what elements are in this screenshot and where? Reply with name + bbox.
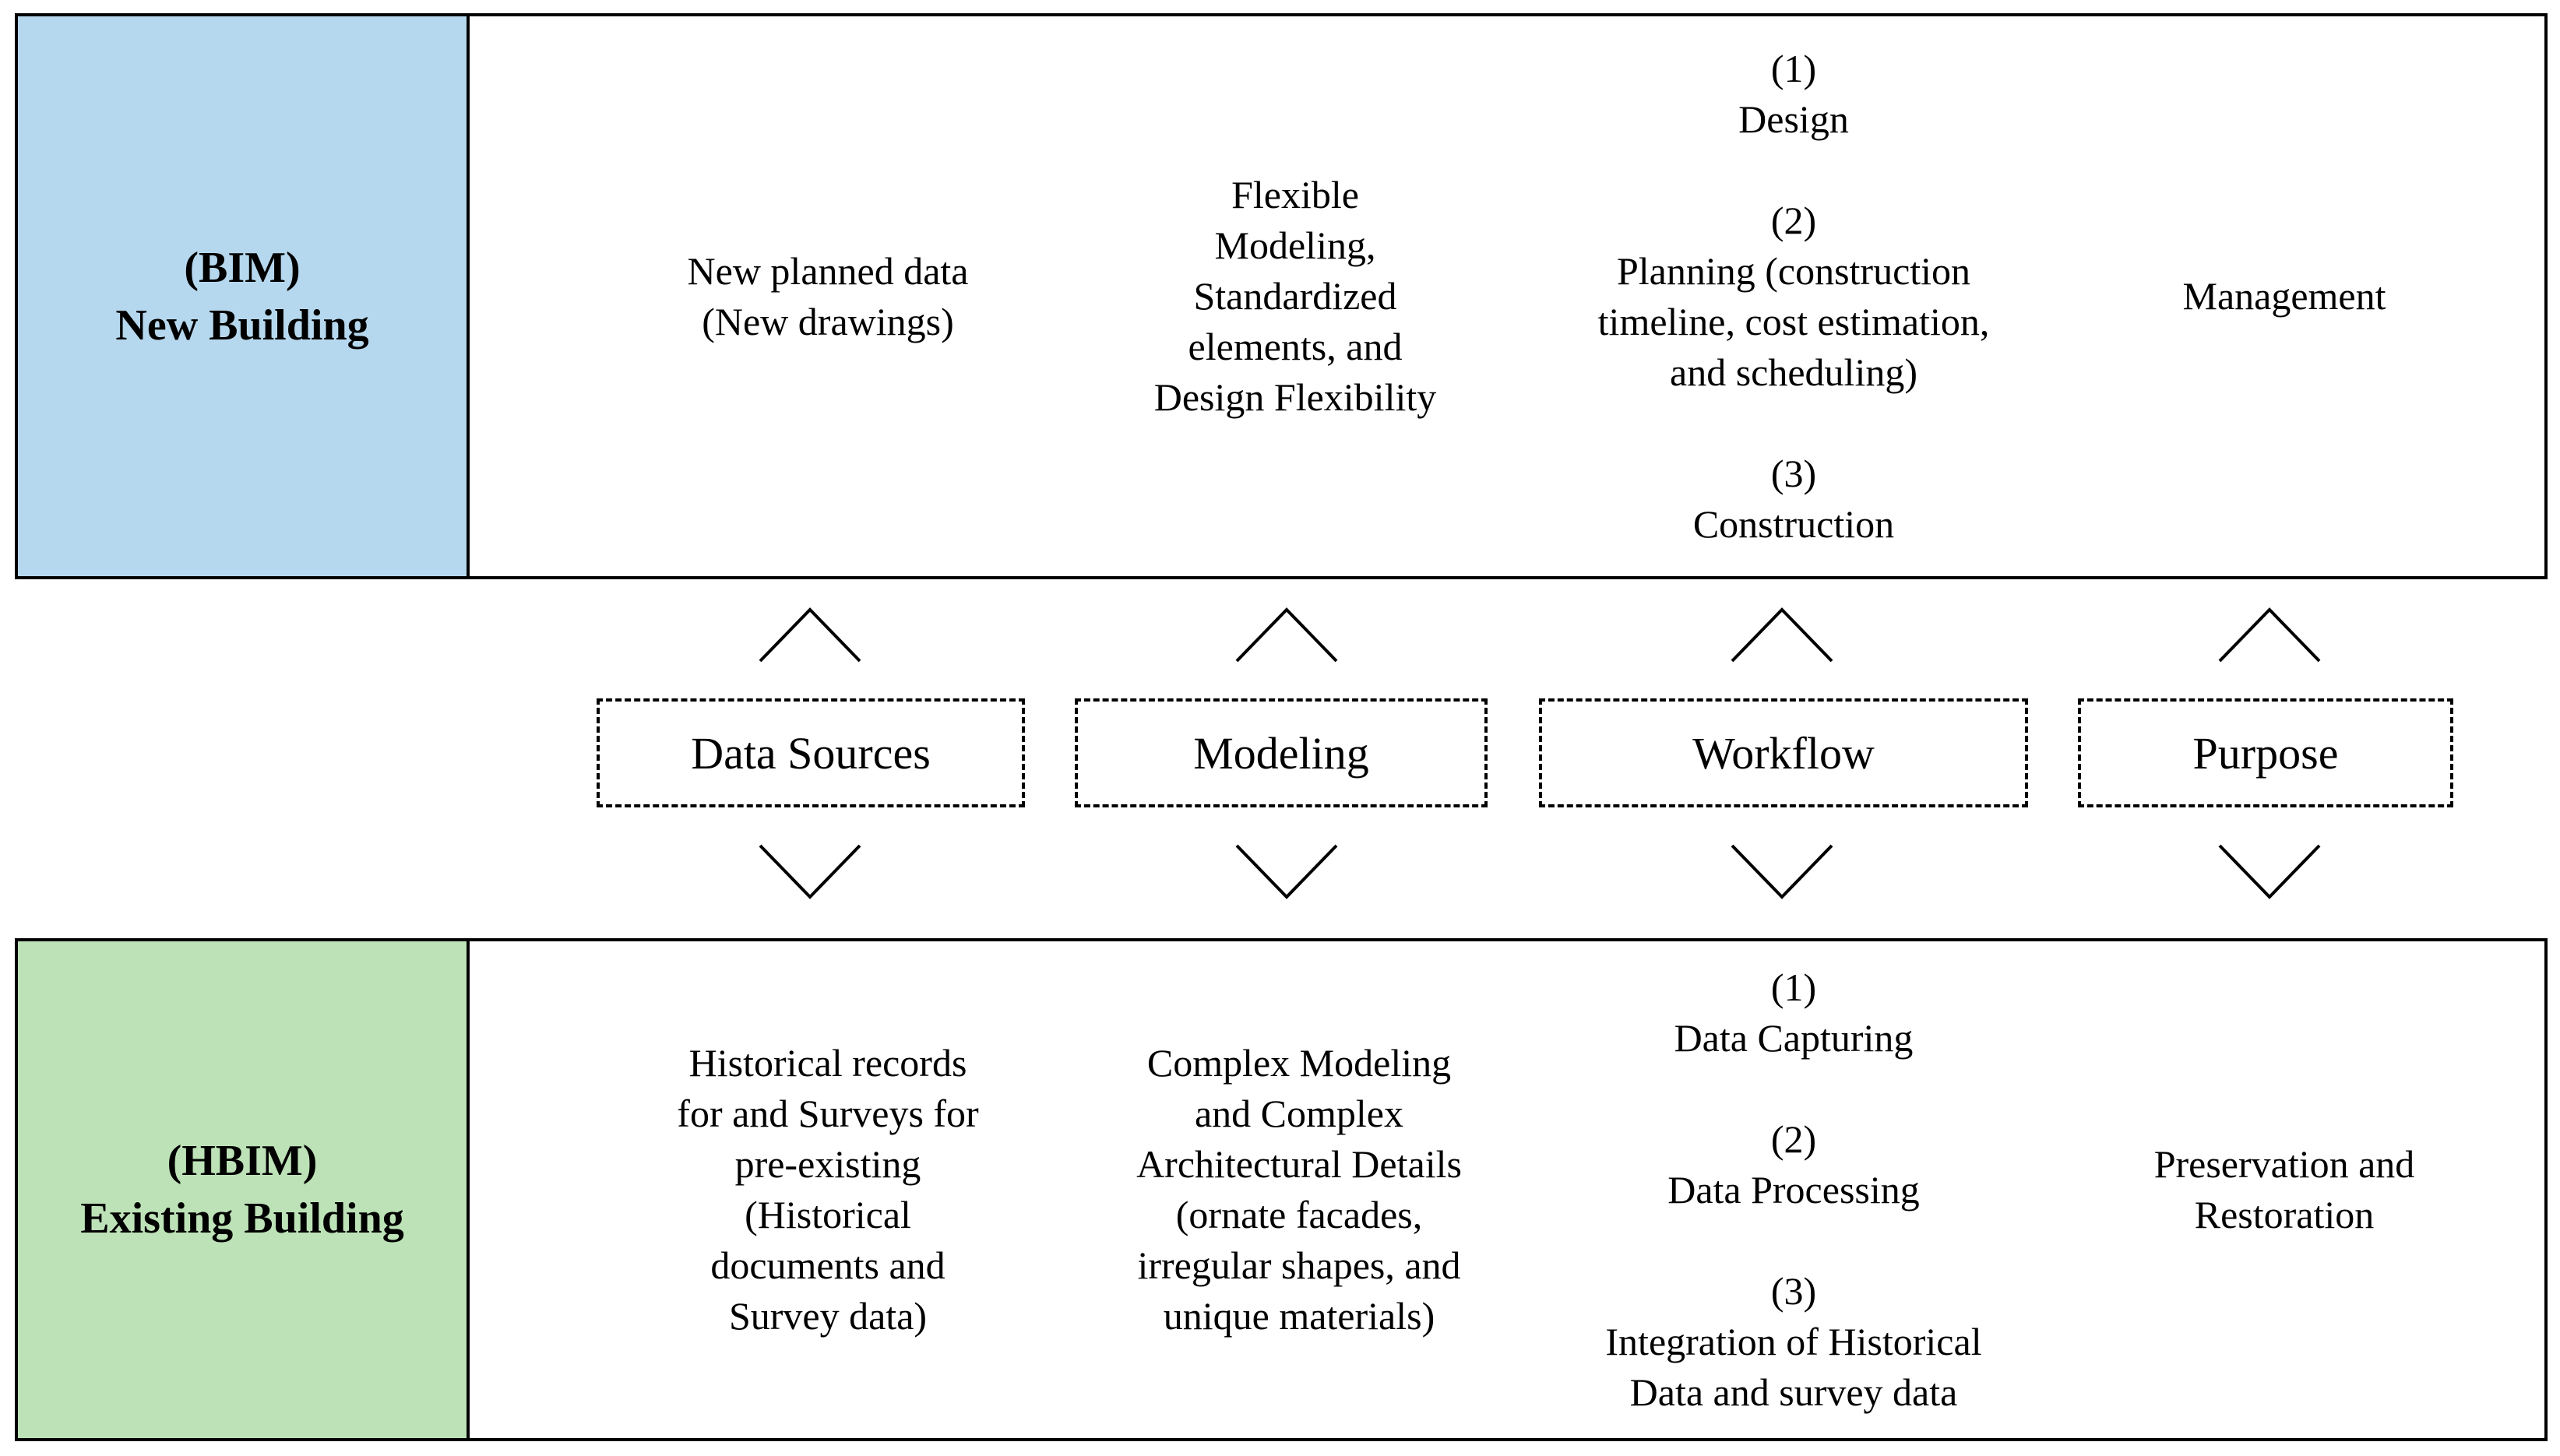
bim-workflow-step-text: Planning (construction timeline, cost es… bbox=[1597, 248, 1990, 394]
hbim-workflow-step: (3) Integration of Historical Data and s… bbox=[1605, 1266, 1981, 1418]
bim-label-cell: (BIM) New Building bbox=[18, 16, 470, 576]
bim-modeling: Flexible Modeling, Standardized elements… bbox=[1153, 173, 1437, 419]
hbim-abbreviation: (HBIM) bbox=[167, 1137, 318, 1185]
chevron-up-icon bbox=[759, 607, 861, 663]
dimension-modeling: Modeling bbox=[1075, 698, 1488, 807]
hbim-workflow-step-number: (1) bbox=[1770, 965, 1817, 1009]
chevron-up-icon bbox=[1235, 607, 1338, 663]
hbim-workflow-step: (1) Data Capturing bbox=[1674, 962, 1914, 1064]
dimension-workflow: Workflow bbox=[1539, 698, 2028, 807]
hbim-purpose: Preservation and Restoration bbox=[2153, 1142, 2415, 1236]
bim-workflow-step-text: Construction bbox=[1692, 501, 1895, 546]
dimension-purpose: Purpose bbox=[2078, 698, 2453, 807]
chevron-down-icon bbox=[759, 844, 861, 899]
hbim-data-sources: Historical records for and Surveys for p… bbox=[677, 1041, 979, 1338]
bim-workflow-step: (1) Design bbox=[1738, 44, 1849, 145]
bim-workflow-step: (2) Planning (construction timeline, cos… bbox=[1598, 195, 1990, 398]
hbim-title: Existing Building bbox=[80, 1194, 404, 1243]
hbim-workflow-step-number: (2) bbox=[1770, 1117, 1817, 1161]
bim-title: New Building bbox=[115, 301, 369, 350]
chevron-down-icon bbox=[1235, 844, 1338, 899]
bim-workflow-step-number: (3) bbox=[1770, 451, 1817, 495]
bim-panel: (BIM) New Building New planned data (New… bbox=[15, 13, 2548, 579]
hbim-workflow-step-text: Data Processing bbox=[1667, 1167, 1920, 1212]
bim-purpose: Management bbox=[2182, 274, 2386, 318]
bim-data-sources: New planned data (New drawings) bbox=[687, 248, 969, 343]
hbim-workflow-step: (2) Data Processing bbox=[1667, 1114, 1920, 1215]
hbim-workflow-step-number: (3) bbox=[1770, 1268, 1817, 1313]
hbim-label-cell: (HBIM) Existing Building bbox=[18, 941, 470, 1438]
hbim-workflow-step-text: Integration of Historical Data and surve… bbox=[1605, 1319, 1982, 1414]
chevron-down-icon bbox=[1731, 844, 1833, 899]
bim-workflow: (1) Design (2) Planning (construction ti… bbox=[1552, 16, 2035, 576]
bim-workflow-step-number: (2) bbox=[1770, 198, 1817, 242]
chevron-up-icon bbox=[2218, 607, 2321, 663]
hbim-workflow-step-text: Data Capturing bbox=[1674, 1015, 1914, 1060]
dimension-data-sources: Data Sources bbox=[597, 698, 1025, 807]
bim-abbreviation: (BIM) bbox=[184, 243, 301, 292]
bim-workflow-step-text: Design bbox=[1738, 97, 1849, 141]
hbim-modeling: Complex Modeling and Complex Architectur… bbox=[1136, 1041, 1462, 1338]
bim-workflow-step-number: (1) bbox=[1770, 46, 1817, 90]
bim-workflow-step: (3) Construction bbox=[1693, 448, 1894, 550]
hbim-panel: (HBIM) Existing Building Historical reco… bbox=[15, 938, 2548, 1441]
chevron-down-icon bbox=[2218, 844, 2321, 899]
chevron-up-icon bbox=[1731, 607, 1833, 663]
hbim-workflow: (1) Data Capturing (2) Data Processing (… bbox=[1552, 941, 2035, 1438]
